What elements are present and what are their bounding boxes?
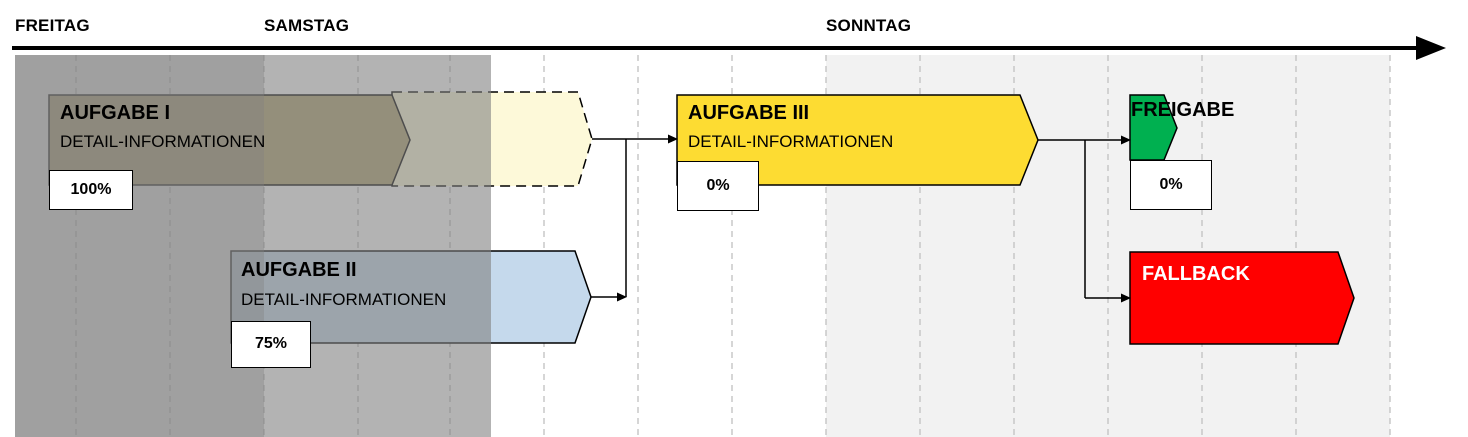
release-progress: 0% xyxy=(1130,160,1212,210)
task3-progress: 0% xyxy=(677,161,759,211)
release-shape[interactable] xyxy=(1129,94,1178,161)
task1-title: AUFGABE I xyxy=(60,102,170,124)
connector-arrowheads xyxy=(617,134,1131,303)
task3-title: AUFGABE III xyxy=(688,102,810,124)
task2-details: DETAIL-INFORMATIONEN xyxy=(241,290,447,309)
task3-details: DETAIL-INFORMATIONEN xyxy=(688,132,894,151)
connectors xyxy=(591,138,1124,299)
task1-details: DETAIL-INFORMATIONEN xyxy=(60,132,266,151)
task2-title: AUFGABE II xyxy=(241,259,357,281)
fallback-shape[interactable] xyxy=(1129,251,1355,345)
past-overlay-saturday xyxy=(264,55,491,437)
past-overlay-friday xyxy=(15,55,264,437)
day-label-sunday: SONNTAG xyxy=(826,16,912,35)
fallback-title: FALLBACK xyxy=(1142,263,1250,285)
day-label-saturday: SAMSTAG xyxy=(264,16,350,35)
task2-progress: 75% xyxy=(231,321,311,368)
day-label-friday: FREITAG xyxy=(15,16,90,35)
task1-progress: 100% xyxy=(49,170,133,210)
timeline-arrowhead xyxy=(1416,36,1446,60)
release-title: FREIGABE xyxy=(1131,99,1235,121)
